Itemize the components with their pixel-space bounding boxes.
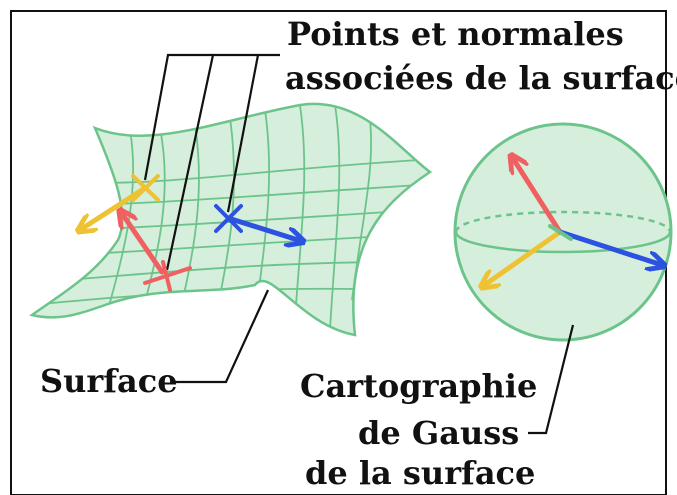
surface-outline: [29, 102, 433, 337]
gauss-normals: [486, 160, 659, 284]
blue-normal-arrow: [225, 215, 298, 240]
sphere-equator-front: [454, 231, 672, 254]
surface-normals: [83, 174, 298, 292]
label-gauss-line3: de la surface: [305, 454, 536, 492]
sphere-equator-back: [454, 210, 672, 233]
red-point-marker: [143, 260, 192, 292]
blue-point-marker: [214, 204, 243, 233]
leader-gauss: [528, 324, 575, 435]
leader-points-yellow: [143, 53, 213, 181]
leader-points-blue: [226, 54, 260, 213]
label-surface: Surface: [40, 362, 178, 400]
leader-surface: [175, 289, 270, 384]
yellow-normal-arrow: [83, 185, 148, 228]
gauss-blue-arrow: [557, 229, 659, 264]
label-points-line1: Points et normales: [287, 15, 624, 53]
gauss-yellow-arrow: [486, 229, 563, 284]
label-gauss-line2: de Gauss: [358, 414, 520, 452]
label-gauss-line1: Cartographie: [300, 367, 538, 405]
label-points-line2: associées de la surface: [285, 59, 677, 97]
gauss-center-marker: [548, 224, 573, 241]
leader-lines: [143, 53, 575, 435]
red-normal-arrow: [123, 215, 165, 275]
gauss-red-arrow: [514, 160, 563, 235]
yellow-point-marker: [131, 174, 160, 202]
